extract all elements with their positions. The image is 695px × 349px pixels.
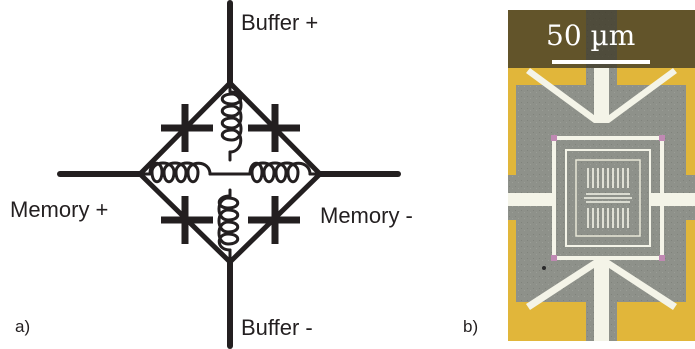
buffer-plus-label: Buffer + — [241, 10, 319, 35]
junction-top-left — [161, 104, 213, 152]
dust-speck — [542, 266, 546, 270]
meander-inductors — [584, 168, 632, 228]
inductor-right — [248, 161, 312, 184]
panel-a-label: a) — [15, 317, 31, 336]
memory-plus-label: Memory + — [10, 197, 109, 222]
memory-minus-label: Memory - — [320, 203, 413, 228]
device-micrograph — [508, 10, 695, 341]
ring-outer — [552, 136, 664, 260]
ring-inner — [565, 149, 651, 247]
panel-b-label: b) — [463, 317, 479, 336]
scale-bar-label: 50 µm — [546, 19, 636, 52]
inductor-top — [220, 90, 243, 154]
buffer-minus-label: Buffer - — [241, 315, 313, 340]
inner-wires — [138, 81, 322, 264]
scale-bar — [552, 60, 650, 64]
scale-bar-backdrop — [508, 10, 695, 68]
circuit-schematic — [57, 0, 401, 349]
junction-bottom-right — [248, 196, 300, 244]
junction-bottom-left — [161, 196, 213, 244]
aluminum-leads — [508, 68, 695, 341]
junction-top-right — [248, 104, 300, 152]
inductor-bottom — [217, 194, 240, 252]
inductor-left — [148, 161, 212, 184]
junction-pads — [551, 135, 665, 261]
